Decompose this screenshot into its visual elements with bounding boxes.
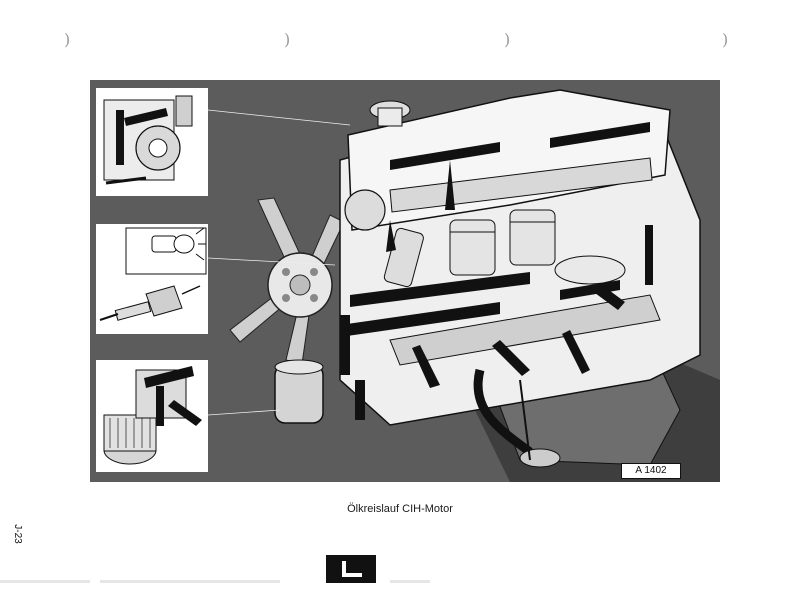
crankshaft	[389, 294, 661, 366]
pistons	[449, 209, 626, 285]
figure-caption: Ölkreislauf CIH-Motor	[347, 503, 453, 515]
oil-flow-arrows	[340, 122, 653, 420]
punch-hole-mark: )	[722, 30, 729, 49]
figure-reference-code: A 1402	[621, 463, 681, 479]
oil-pressure-warning-lamp	[151, 227, 206, 261]
leader-line	[207, 409, 281, 416]
punch-hole-mark: )	[504, 30, 511, 49]
inset-valve-train-detail	[96, 88, 208, 196]
engine-cutaway-drawing	[207, 89, 720, 482]
oil-filter	[103, 414, 157, 465]
oil-pressure-switch	[99, 285, 201, 321]
scan-smudge	[100, 580, 280, 583]
cooling-fan	[229, 197, 345, 365]
leader-line	[207, 257, 336, 266]
camshaft	[389, 157, 653, 213]
section-tab-marker	[326, 555, 376, 583]
timing-sprocket	[344, 189, 386, 231]
page-number: J-23	[12, 524, 23, 544]
oil-pickup-pipe	[473, 368, 533, 456]
dipstick	[519, 379, 531, 461]
punch-hole-mark: )	[64, 30, 71, 49]
scan-smudge	[390, 580, 430, 583]
punch-hole-mark: )	[284, 30, 291, 49]
leader-line	[207, 109, 351, 126]
inset-oil-filter-cutaway	[96, 360, 208, 472]
inset-oil-pressure-switch	[96, 224, 208, 334]
scan-smudge	[0, 580, 90, 583]
